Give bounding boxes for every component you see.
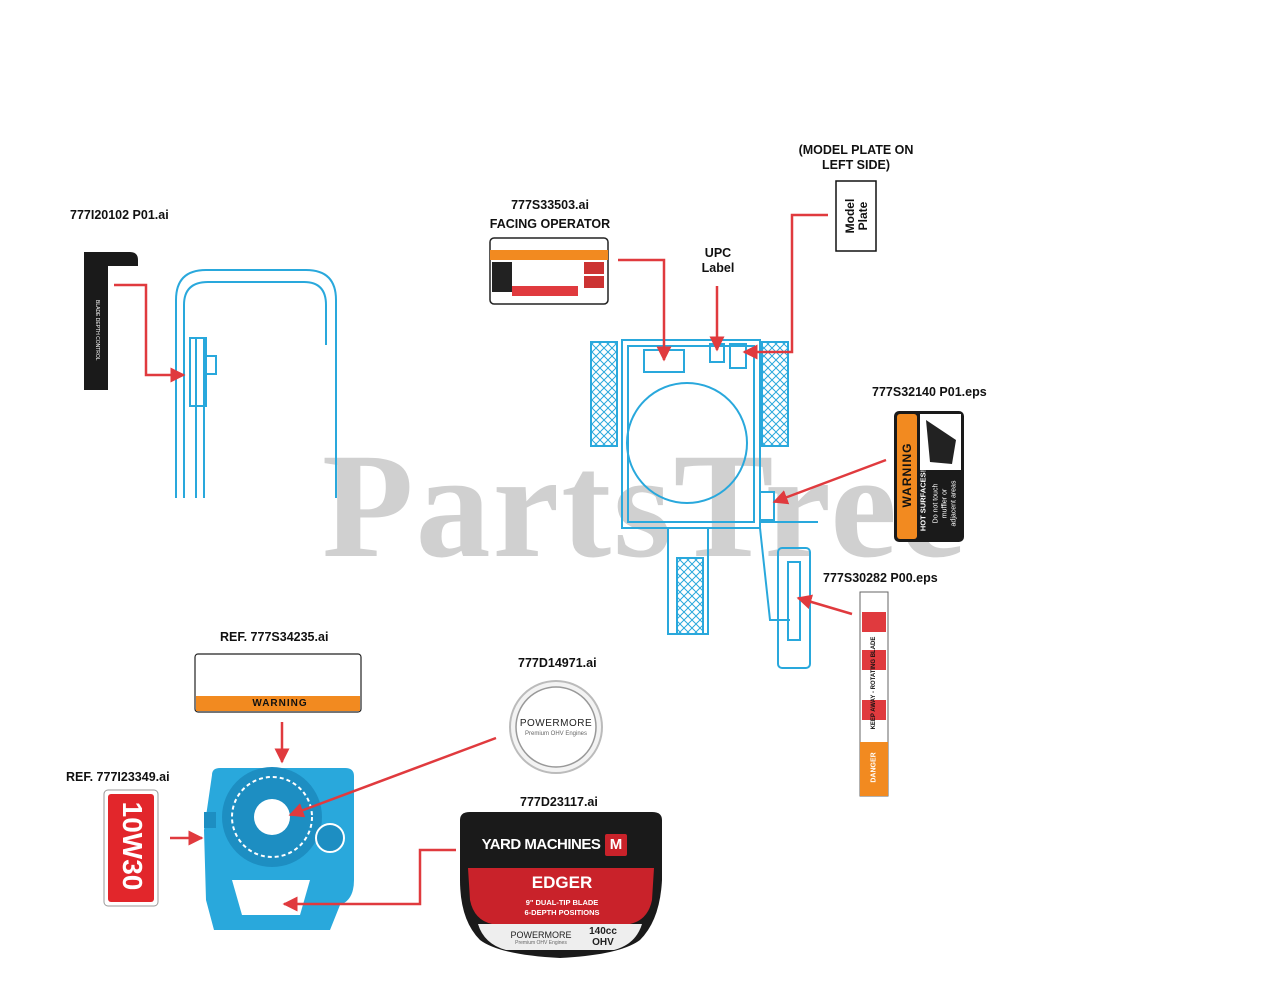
handle-outline [175, 269, 337, 498]
powermore-badge [509, 680, 603, 774]
label-oil-ref: REF. 777I23349.ai [66, 770, 170, 784]
hot-decal-line3: adjacent areas [950, 480, 958, 527]
yard-product-line2: 6-DEPTH POSITIONS [524, 908, 600, 917]
svg-text:BLADE DEPTH CONTROL: BLADE DEPTH CONTROL [94, 300, 100, 361]
engine-body [204, 767, 354, 930]
engine-warning-decal [194, 653, 362, 713]
hot-decal-title: HOT SURFACES! [918, 469, 928, 532]
powermore-badge-text: POWERMORE [519, 718, 593, 729]
yard-machines-label [460, 812, 662, 958]
label-handle-decal: 777I20102 P01.ai [70, 208, 169, 222]
yard-brand-mark: M [609, 836, 623, 853]
label-yard-label: 777D23117.ai [520, 795, 598, 809]
blade-decal-text: KEEP AWAY - ROTATING BLADE [871, 636, 877, 730]
callout-arrows [114, 213, 887, 912]
label-model-plate-note: (MODEL PLATE ON LEFT SIDE) [798, 143, 914, 172]
label-model-plate: Model Plate [843, 198, 870, 234]
watermark-partstree: PartsTree [322, 423, 968, 589]
hot-decal-warning-text: WARNING [900, 442, 914, 508]
blade-danger-decal [859, 591, 889, 797]
edger-track-left [590, 341, 618, 447]
yard-engine-type: OHV [592, 937, 614, 948]
label-hot-decal: 777S32140 P01.eps [872, 385, 987, 399]
dash-danger-decal [489, 237, 609, 305]
hot-decal-line1: Do not touch [932, 483, 940, 524]
label-blade-decal: 777S30282 P00.eps [823, 571, 938, 585]
label-engine-warning-ref: REF. 777S34235.ai [220, 630, 329, 644]
label-upc: UPC Label [701, 246, 735, 275]
edger-wheel [676, 557, 704, 635]
label-dash-decal-file: 777S33503.ai [511, 198, 589, 212]
handle-depth-decal: BLADE DEPTH CONTROL [84, 252, 138, 390]
powermore-badge-subtext: Premium OHV Engines [524, 731, 588, 737]
yard-powermore-text: POWERMORE [510, 930, 572, 940]
yard-product-line1: 9" DUAL-TIP BLADE [525, 898, 599, 907]
model-plate-box [835, 180, 877, 252]
engine-warning-text: WARNING [252, 698, 308, 709]
oil-decal-text: 10W30 [117, 801, 148, 891]
label-dash-decal-note: FACING OPERATOR [489, 217, 611, 231]
hot-decal-line2: muffler or [941, 488, 949, 519]
hot-surfaces-decal [894, 411, 964, 542]
oil-decal [103, 789, 159, 907]
yard-brand-text: YARD MACHINES [481, 836, 601, 853]
label-powermore-badge: 777D14971.ai [518, 656, 597, 670]
yard-powermore-subtext: Premium OHV Engines [515, 940, 567, 946]
yard-engine-size: 140cc [589, 926, 617, 937]
yard-product-text: EDGER [531, 873, 593, 892]
edger-track-right [761, 341, 789, 447]
